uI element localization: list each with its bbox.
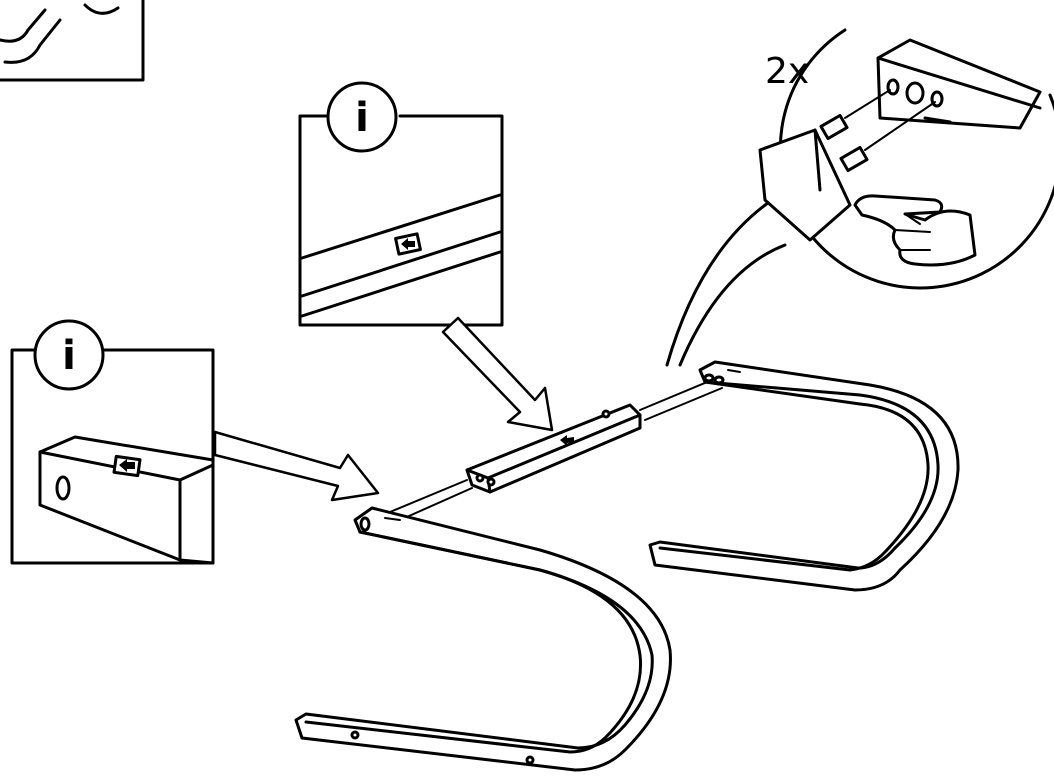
info-badge-glyph-top: i	[355, 95, 369, 141]
previous-step-panel	[0, 0, 143, 80]
quantity-label: 2x	[765, 51, 809, 92]
direction-arrow-icon	[114, 456, 140, 475]
info-icon: i	[35, 321, 103, 389]
zoom-callout: 2x	[667, 30, 1054, 365]
pointer-arrow-left	[215, 432, 378, 500]
pointer-arrow-top	[443, 318, 552, 430]
direction-arrow-icon	[396, 234, 421, 254]
pointing-hand-icon	[855, 196, 975, 265]
info-icon: i	[328, 83, 396, 151]
leg-frame-front	[296, 508, 670, 770]
info-badge-glyph-left: i	[62, 333, 76, 379]
info-detail-box-top: i	[300, 83, 502, 325]
leg-frame-back	[650, 362, 958, 590]
cross-rail	[390, 380, 722, 520]
info-detail-box-left: i	[12, 321, 213, 563]
